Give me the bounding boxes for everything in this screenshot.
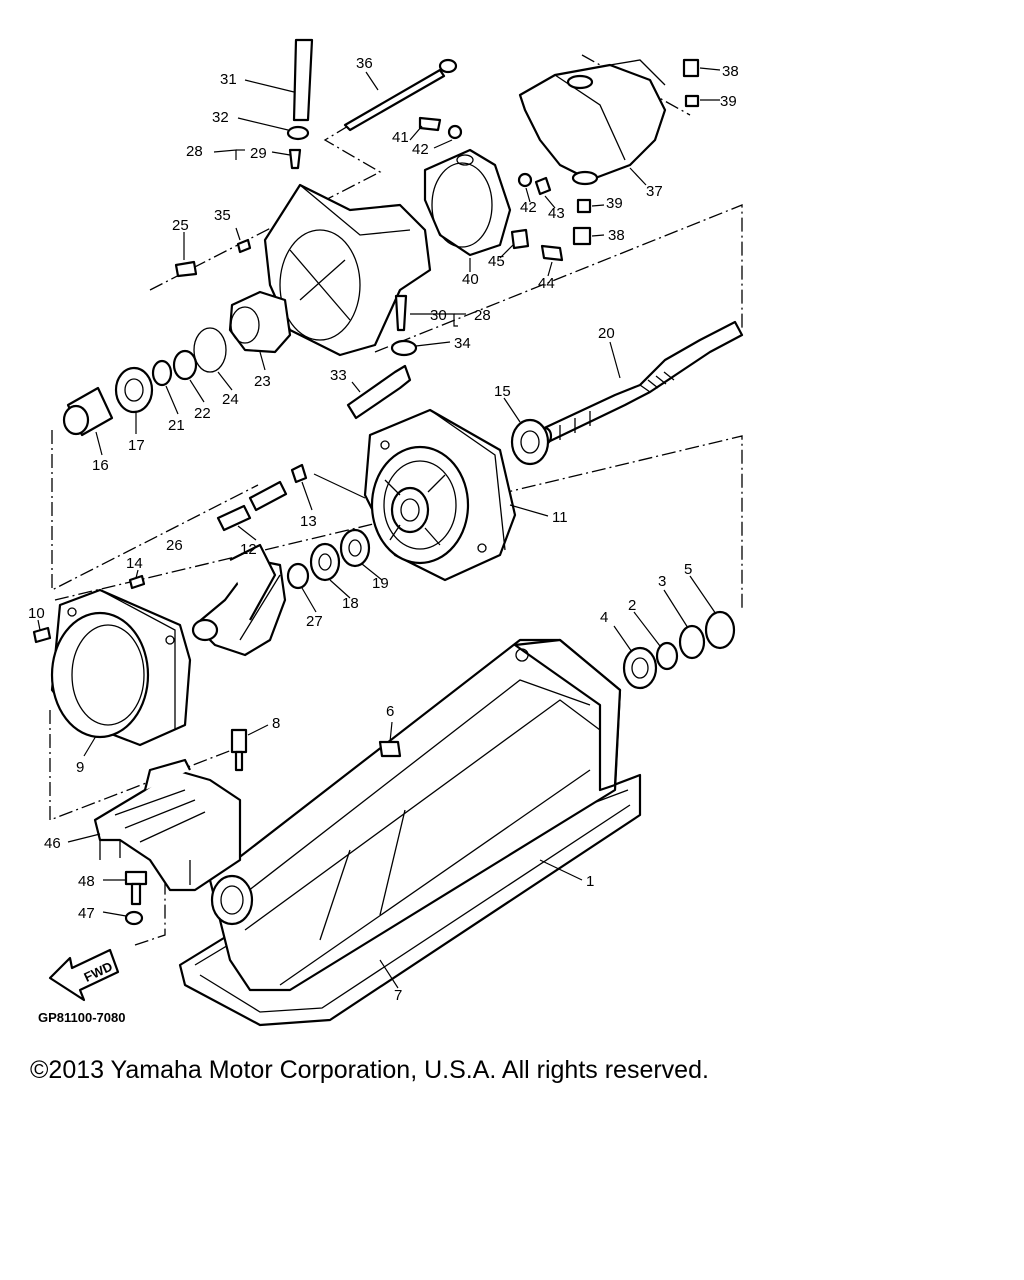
leader-lines	[37, 67, 721, 989]
part-label-3: 3	[658, 573, 666, 590]
duct-elbow	[228, 290, 292, 354]
part-label-27: 27	[306, 613, 323, 630]
part-label-13: 13	[300, 513, 317, 530]
part-label-37: 37	[646, 183, 663, 200]
pump-case	[363, 408, 517, 582]
part-label-31: 31	[220, 71, 237, 88]
part-label-15: 15	[494, 383, 511, 400]
impeller	[191, 543, 287, 657]
part-label-11: 11	[552, 509, 568, 526]
part-label-40: 40	[462, 271, 479, 288]
part-label-39a: 39	[720, 93, 737, 110]
part-label-41: 41	[392, 129, 409, 146]
part-label-44: 44	[538, 275, 555, 292]
part-label-23: 23	[254, 373, 271, 390]
part-label-30: 30	[430, 307, 447, 324]
part-label-39b: 39	[606, 195, 623, 212]
part-label-21: 21	[168, 417, 185, 434]
impeller-housing	[50, 588, 192, 747]
part-label-38b: 38	[608, 227, 625, 244]
part-label-42b: 42	[520, 199, 537, 216]
part-label-35: 35	[214, 207, 231, 224]
part-label-1: 1	[586, 873, 594, 890]
steering-nozzle	[518, 59, 667, 186]
part-label-36: 36	[356, 55, 373, 72]
part-label-33: 33	[330, 367, 347, 384]
part-label-6: 6	[386, 703, 394, 720]
part-label-12: 12	[240, 541, 257, 558]
part-label-19: 19	[372, 575, 389, 592]
part-label-28b: 28	[474, 307, 491, 324]
part-label-5: 5	[684, 561, 692, 578]
drive-shaft	[537, 320, 744, 446]
diagram-code: GP81100-7080	[38, 1010, 125, 1025]
copyright-notice: ©2013 Yamaha Motor Corporation, U.S.A. A…	[30, 1056, 709, 1084]
part-label-7: 7	[394, 987, 402, 1004]
deflector-ring	[423, 148, 512, 257]
part-number-labels: 1 2 3 4 5 6 7 8 9 10 11 12 13 14 15 16 1…	[28, 55, 739, 1004]
assembly-guide-lines	[49, 54, 743, 946]
part-label-29: 29	[250, 145, 267, 162]
part-label-45: 45	[488, 253, 505, 270]
part-label-25: 25	[172, 217, 189, 234]
part-label-28a: 28	[186, 143, 203, 160]
exploded-parts-diagram: FWD 1 2 3 4 5 6 7 8 9 10 11 12 13 14 15 …	[28, 38, 744, 1027]
part-label-4: 4	[600, 609, 608, 626]
part-label-18: 18	[342, 595, 359, 612]
part-label-32: 32	[212, 109, 229, 126]
part-label-10: 10	[28, 605, 45, 622]
part-label-34: 34	[454, 335, 471, 352]
part-label-17: 17	[128, 437, 145, 454]
part-label-43: 43	[548, 205, 565, 222]
part-label-20: 20	[598, 325, 615, 342]
part-label-9: 9	[76, 759, 84, 776]
part-label-47: 47	[78, 905, 95, 922]
part-label-24: 24	[222, 391, 239, 408]
intake-grate	[93, 758, 242, 892]
part-label-26: 26	[166, 537, 183, 554]
part-label-46: 46	[44, 835, 61, 852]
part-label-38a: 38	[722, 63, 739, 80]
part-label-8: 8	[272, 715, 280, 732]
part-label-2: 2	[628, 597, 636, 614]
part-label-42a: 42	[412, 141, 429, 158]
part-label-14: 14	[126, 555, 143, 572]
pump-housing-assembly	[178, 638, 642, 1027]
small-parts	[32, 38, 736, 926]
part-label-16: 16	[92, 457, 109, 474]
forward-direction-arrow: FWD	[48, 948, 120, 1002]
part-label-22: 22	[194, 405, 211, 422]
part-label-48: 48	[78, 873, 95, 890]
